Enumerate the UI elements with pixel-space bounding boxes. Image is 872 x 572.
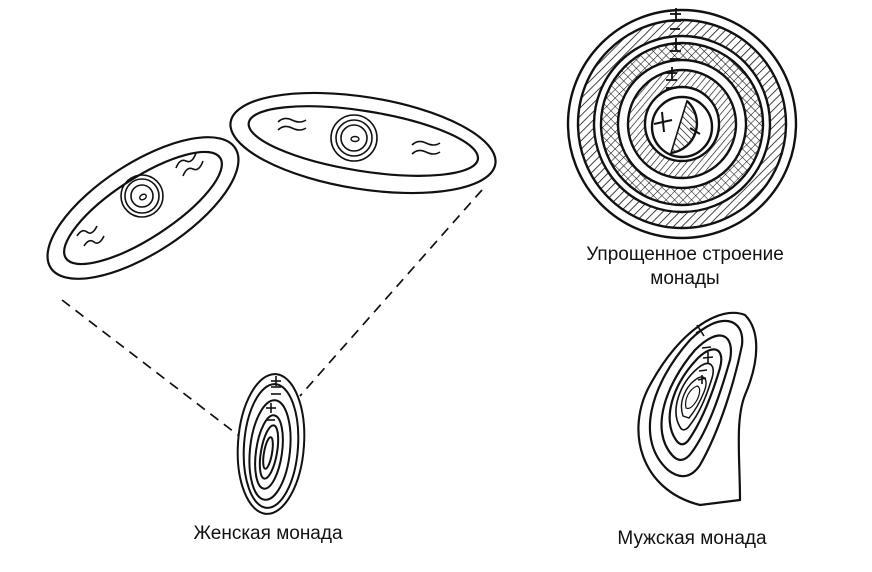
projection-line-left: [61, 299, 239, 436]
caption-line-2: монады: [650, 268, 720, 289]
simplified-monad-figure: [566, 8, 798, 240]
projection-line-right: [299, 189, 483, 397]
simplified-structure-caption: Упрощенное строение монады: [560, 243, 810, 291]
male-monad-caption: Мужская монада: [617, 528, 767, 549]
paired-monads-figure: [46, 91, 497, 436]
caption-line-1: Упрощенное строение: [586, 244, 784, 265]
male-monad-figure: [637, 311, 758, 507]
female-monad-figure: [236, 373, 306, 515]
female-monad-caption: Женская монада: [193, 523, 343, 544]
charge-markers: [666, 8, 681, 89]
